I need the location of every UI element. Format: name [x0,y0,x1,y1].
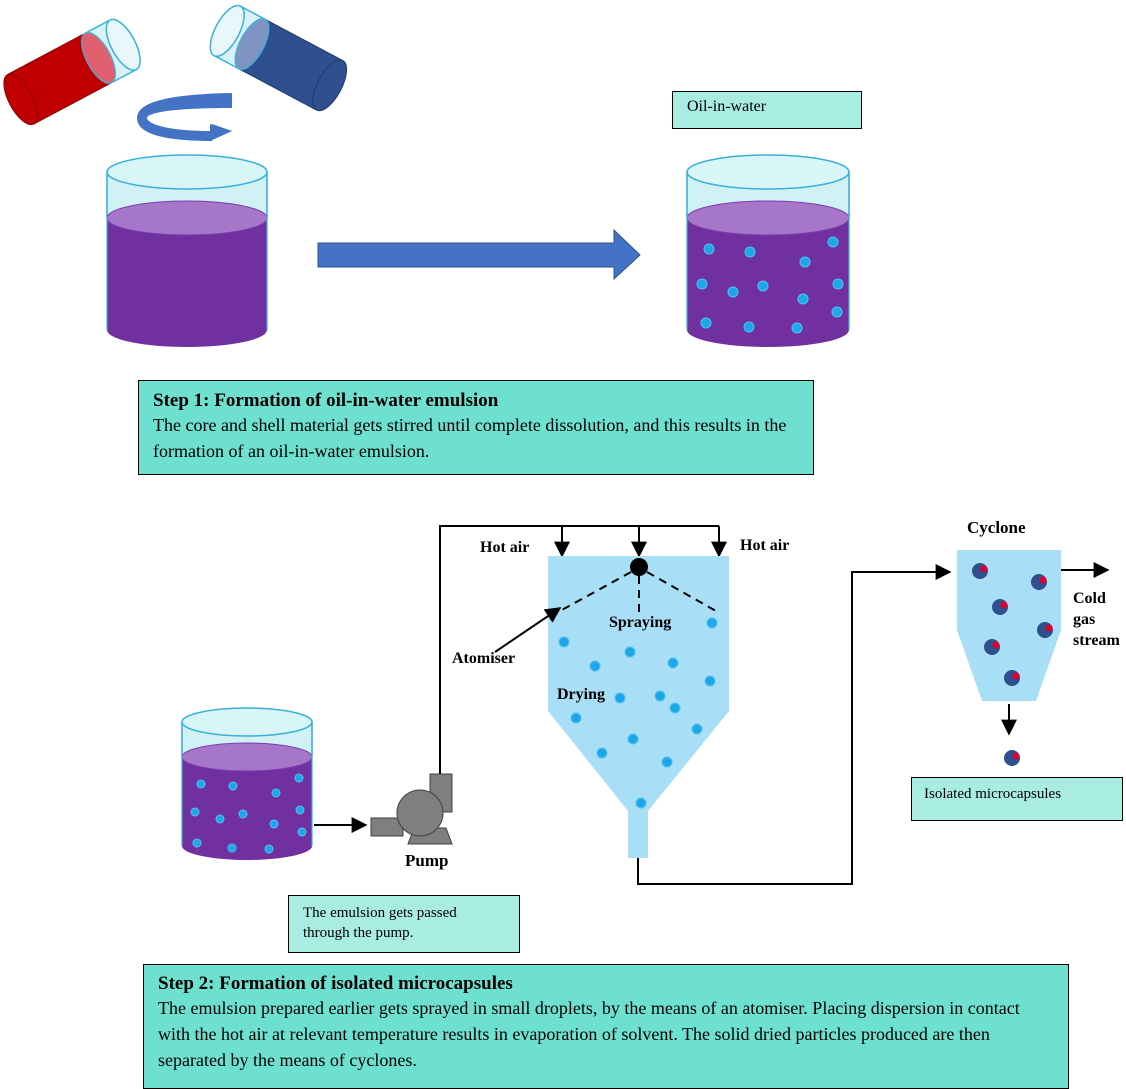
pump-note-line1: The emulsion gets passed [303,905,457,921]
drying-label: Drying [557,686,605,703]
spray-dryer [548,556,729,858]
cold-gas-label-3: stream [1073,632,1120,649]
isolated-microcapsules-box: Isolated microcapsules [911,777,1123,821]
cyclone-icon [957,550,1061,701]
spraying-label: Spraying [609,614,672,631]
blue-vial-icon [209,4,348,112]
cyclone-label: Cyclone [967,518,1026,537]
step2-title: Step 2: Formation of isolated microcapsu… [158,973,513,994]
cold-gas-label-2: gas [1073,611,1096,628]
oil-in-water-label: Oil-in-water [687,98,767,115]
step1-box: Step 1: Formation of oil-in-water emulsi… [138,380,814,475]
step1-body: The core and shell material gets stirred… [153,415,787,461]
oil-in-water-label-box: Oil-in-water [672,91,862,129]
stir-arrow-icon [136,93,233,141]
isolated-microcapsules-label: Isolated microcapsules [924,786,1062,802]
feed-beaker [181,707,313,860]
red-vial-icon [3,18,141,126]
isolated-microcapsule-icon [1004,750,1020,766]
cold-gas-label-1: Cold [1073,590,1106,607]
process-arrow-icon [317,228,641,281]
mixing-beaker [106,154,268,347]
pump-note-line2: through the pump. [303,925,414,941]
pump-label: Pump [405,851,449,870]
pump-note-box: The emulsion gets passed through the pum… [288,895,520,953]
step2-box: Step 2: Formation of isolated microcapsu… [143,964,1069,1089]
pump-icon [370,773,453,845]
step1-title: Step 1: Formation of oil-in-water emulsi… [153,390,499,411]
step2-body: The emulsion prepared earlier gets spray… [158,998,1020,1070]
emulsion-beaker [686,154,850,347]
atomiser-label: Atomiser [452,650,516,667]
microcapsule-icon [972,563,1053,686]
hot-air-right-label: Hot air [740,537,790,554]
hot-air-left-label: Hot air [480,539,530,556]
